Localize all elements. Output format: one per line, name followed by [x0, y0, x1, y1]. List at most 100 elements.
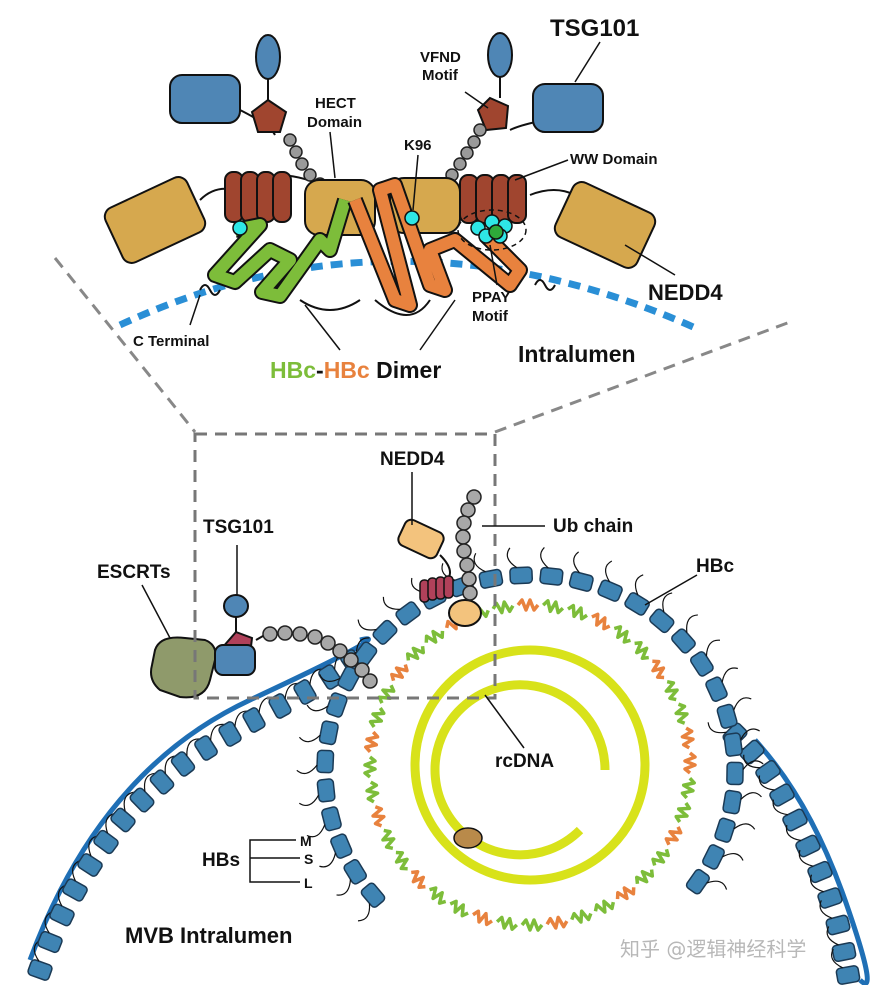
nedd4-bottom-block — [397, 518, 445, 560]
hbc-bottom-label: HBc — [696, 556, 734, 577]
hbc-zigzag — [363, 755, 377, 779]
tsg101-title: TSG101 — [550, 15, 639, 42]
hbs-unit — [318, 652, 349, 690]
hbc-zigzag — [680, 726, 695, 750]
hbs-unit — [62, 860, 88, 902]
hbs-unit — [723, 728, 760, 757]
hbs-s-label: S — [304, 851, 313, 867]
tsg101-bottom-body — [214, 644, 256, 676]
hbs-unit — [716, 697, 752, 729]
hbc-zigzag — [377, 684, 396, 704]
hbs-unit — [705, 667, 738, 702]
hbs-l-label: L — [304, 875, 313, 891]
nedd4-block-right — [553, 181, 657, 269]
hect-bottom — [448, 599, 482, 627]
hbs-unit — [506, 547, 534, 585]
hbc-zigzag — [651, 848, 670, 866]
hbs-unit — [831, 948, 861, 985]
hbc-zigzag — [449, 899, 469, 918]
ppay-label-line1: PPAY — [472, 289, 510, 306]
hbs-unit — [319, 833, 353, 868]
hbs-unit — [357, 619, 398, 645]
hbc-zigzag — [664, 679, 679, 702]
hbc-zigzag — [411, 869, 426, 890]
membrane-arc — [118, 257, 702, 334]
bottom-panel: NEDD4 Ub chain TSG101 ESCRTs HBc rcDNA H… — [27, 432, 870, 985]
hbs-unit — [319, 665, 361, 692]
rcdna-outer-ring — [410, 645, 650, 885]
hbs-unit — [129, 772, 156, 813]
hbs-unit — [357, 882, 386, 922]
hbs-unit — [624, 574, 650, 616]
hbc-zigzag — [472, 909, 493, 927]
hbc-orange-monomer — [349, 179, 526, 311]
hbs-unit — [649, 592, 675, 634]
hbc-zigzag — [424, 629, 445, 644]
hbs-unit — [49, 884, 75, 927]
ww-domain-right — [459, 174, 527, 224]
hbc-zigzag — [405, 646, 426, 661]
hbs-unit — [722, 789, 762, 815]
hbs-unit — [810, 874, 843, 909]
hbc-zigzag — [520, 918, 544, 932]
hbc-zigzag — [371, 805, 386, 828]
hbc-zigzag — [429, 886, 447, 905]
hbs-unit — [336, 858, 368, 896]
hbc-zigzag — [394, 850, 409, 871]
hbc-zigzag — [634, 869, 655, 884]
rcdna-label: rcDNA — [495, 751, 554, 772]
hbs-unit — [298, 720, 339, 746]
hbc-zigzag — [541, 599, 565, 615]
hbc-zigzag — [545, 915, 569, 930]
hbc-zigzag — [680, 776, 696, 800]
hbs-unit — [27, 939, 53, 981]
hbs-unit — [826, 926, 857, 963]
hbs-left-arc — [27, 637, 370, 981]
hbs-unit — [685, 868, 728, 895]
hbs-unit — [306, 806, 342, 838]
tsg101-bottom-label: TSG101 — [203, 517, 274, 538]
hect-label-line2: Domain — [307, 114, 362, 131]
zoom-guide-right — [494, 320, 791, 434]
hbs-unit — [772, 799, 808, 832]
mvb-intralumen-label: MVB Intralumen — [125, 923, 292, 948]
hbs-unit — [539, 546, 564, 586]
hbc-zigzag — [613, 625, 631, 644]
tsg101-bottom-head — [223, 594, 249, 618]
ww-bottom — [419, 575, 454, 603]
hbc-zigzag — [381, 828, 396, 851]
tsg101-right — [476, 32, 604, 133]
ww-domain-label: WW Domain — [570, 151, 658, 168]
hbc-zigzag — [364, 730, 380, 754]
hbs-unit — [110, 791, 136, 833]
hbs-unit — [298, 778, 336, 806]
c-terminal-label: C Terminal — [133, 333, 209, 350]
top-leader-lines — [189, 41, 676, 351]
hbc-virion-ring — [363, 598, 697, 932]
watermark: 知乎 @逻辑神经科学 — [620, 937, 806, 961]
nedd4-bottom-label: NEDD4 — [380, 449, 445, 470]
mvb-membrane-right — [753, 738, 870, 985]
hbs-unit — [170, 738, 200, 777]
green-bead — [488, 224, 504, 240]
vfnd-label-line2: Motif — [422, 67, 459, 84]
dimer-label-dash: - — [316, 357, 324, 383]
hbs-unit — [194, 723, 225, 761]
hbs-unit — [568, 551, 594, 592]
hbs-unit — [702, 844, 744, 870]
ppay-highlight-ring — [457, 209, 527, 251]
hbc-zigzag — [634, 640, 649, 661]
hbc-zigzag — [674, 702, 689, 725]
hect-label-line1: HECT — [315, 95, 356, 112]
hbs-unit — [37, 911, 63, 954]
hbc-zigzag — [683, 751, 697, 775]
hbs-label: HBs — [202, 850, 240, 871]
intralumen-label: Intralumen — [518, 341, 636, 367]
hbc-zigzag — [390, 664, 409, 682]
bottom-leader-lines — [141, 472, 698, 883]
hbs-unit — [473, 552, 504, 589]
hbc-zigzag — [615, 886, 636, 901]
hbs-unit — [798, 849, 833, 884]
